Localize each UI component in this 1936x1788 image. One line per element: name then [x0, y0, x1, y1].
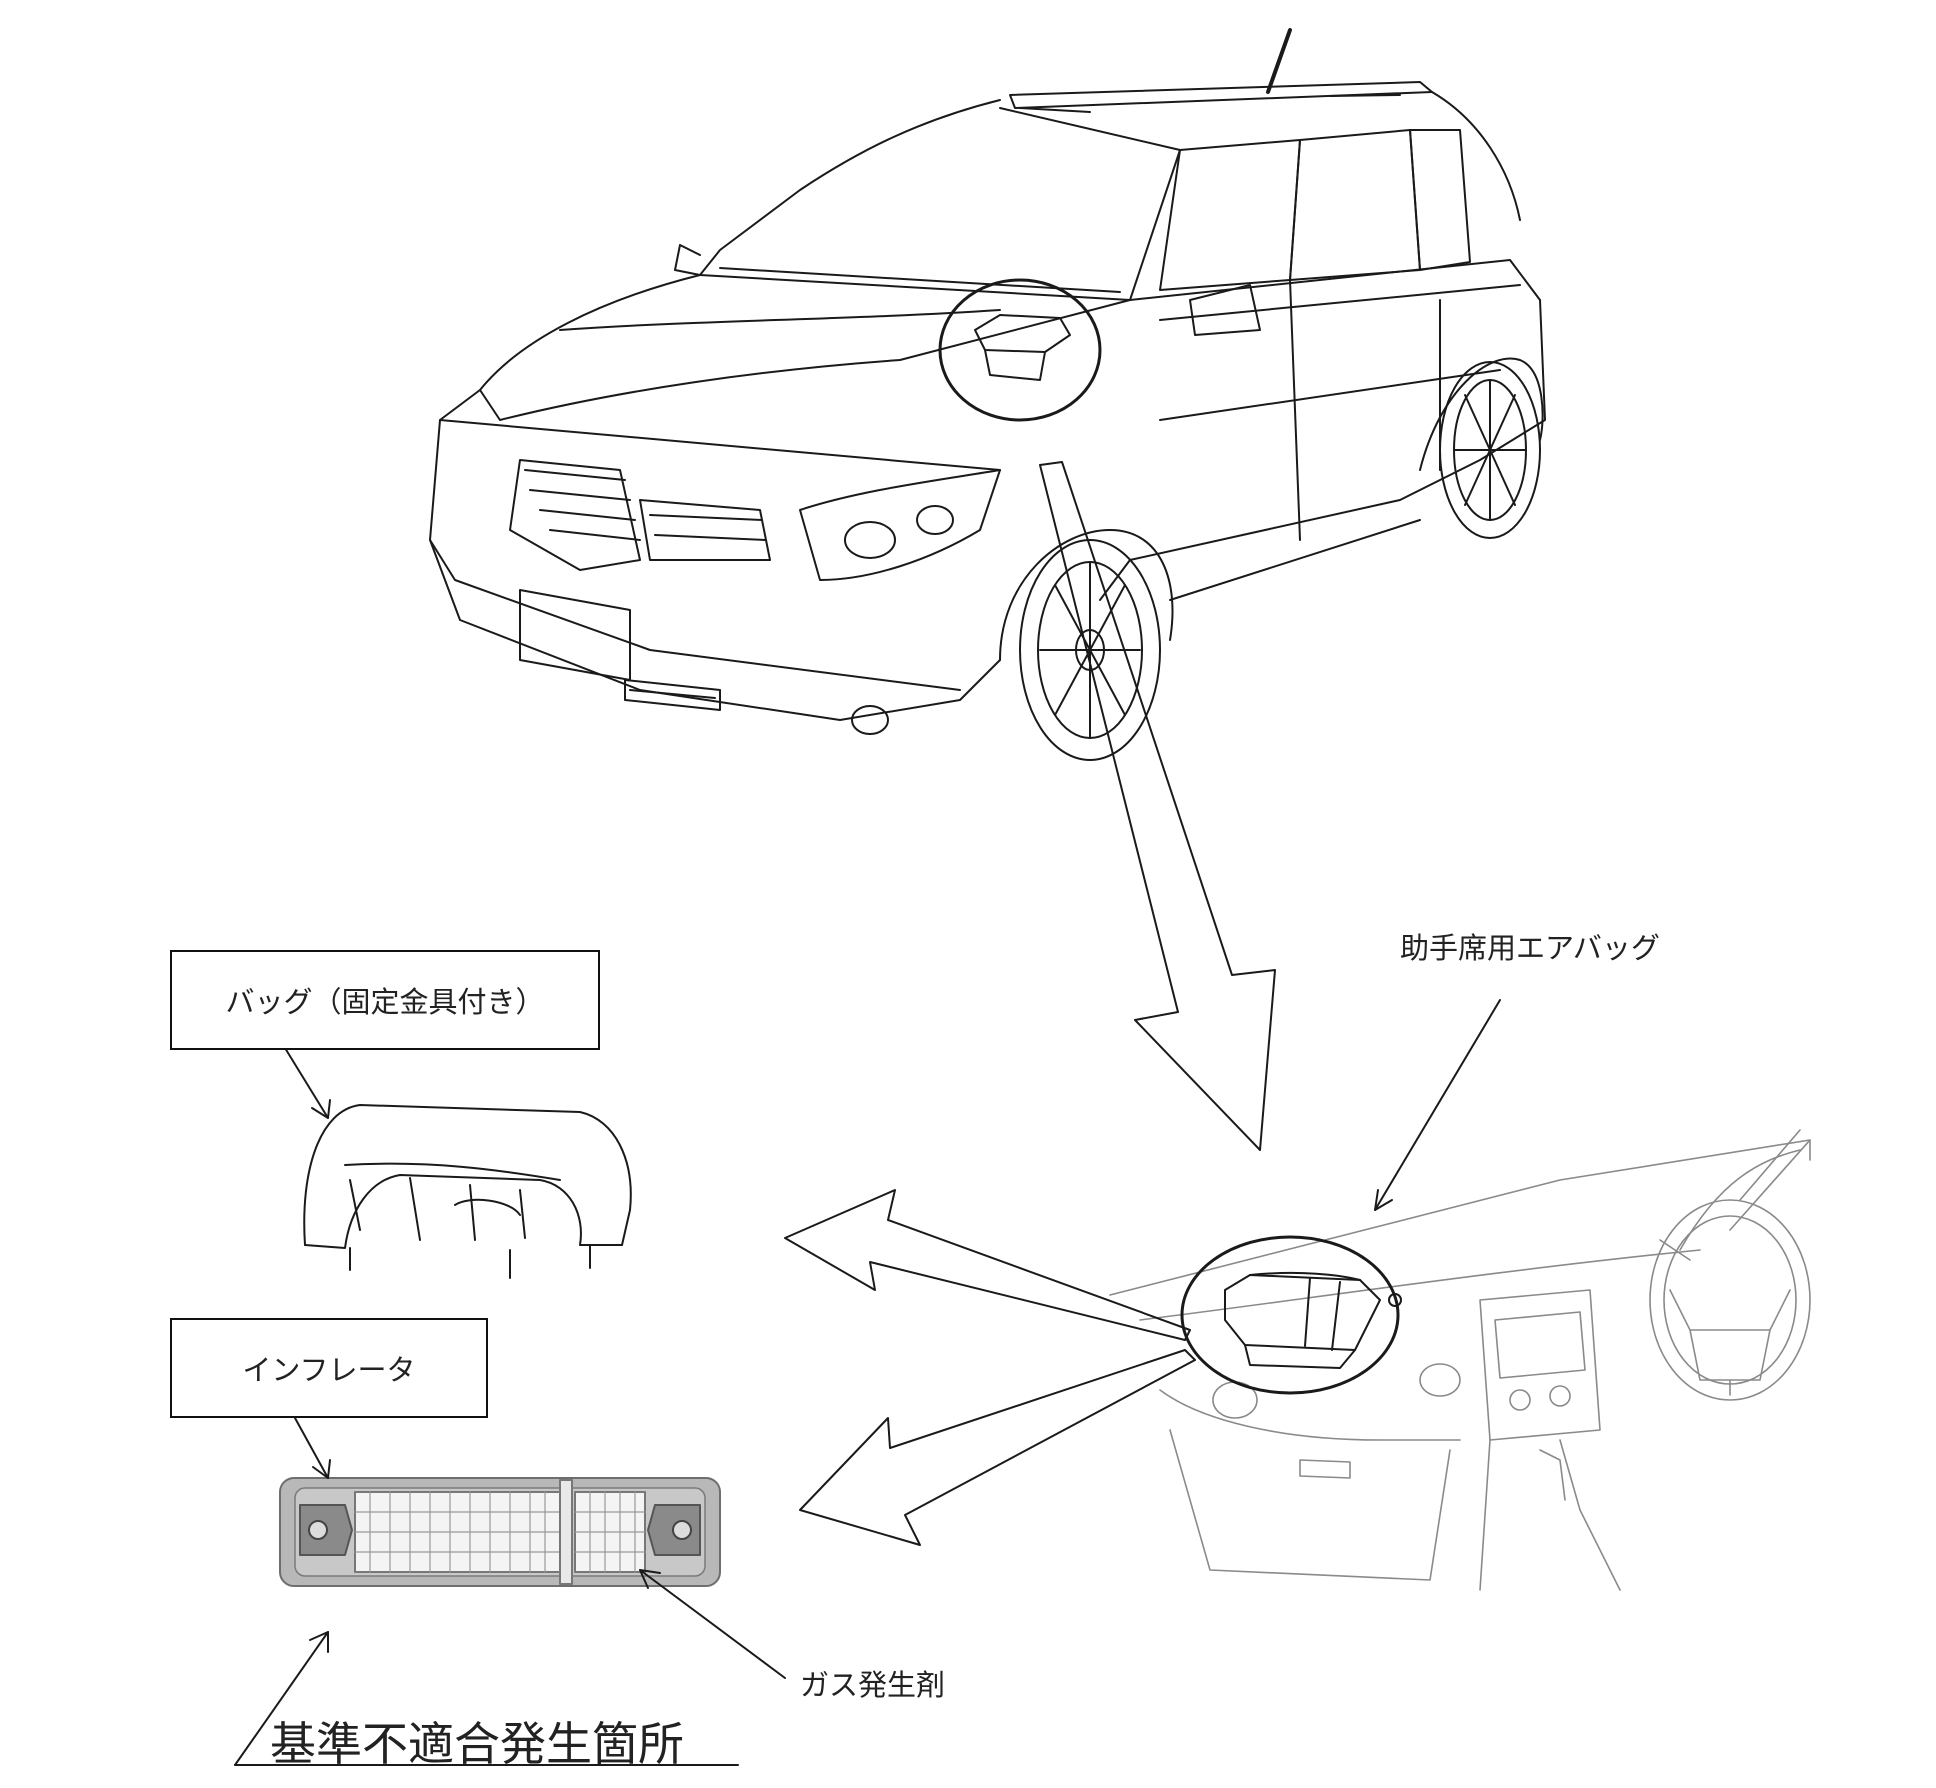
car-airbag-highlight [938, 278, 1102, 422]
bag-illustration [303, 1104, 632, 1279]
passenger-airbag-label: 助手席用エアバッグ [1400, 931, 1660, 965]
dashboard-illustration [1109, 1129, 1811, 1591]
dashboard-airbag-highlight [1180, 1235, 1402, 1395]
bag-label: バッグ（固定金具付き） [225, 985, 545, 1019]
arrow-to-bag [784, 1189, 1191, 1341]
inflator-illustration [279, 1477, 721, 1587]
arrow-car-to-dashboard [1039, 461, 1276, 1151]
arrow-to-inflator [799, 1349, 1196, 1546]
bag-label-box: バッグ（固定金具付き） [170, 950, 600, 1050]
car-illustration [429, 28, 1546, 761]
inflator-label: インフレータ [242, 1353, 416, 1387]
gas-generant-label: ガス発生剤 [800, 1668, 946, 1702]
nonconformity-label: 基準不適合発生箇所 [270, 1717, 684, 1771]
inflator-label-box: インフレータ [170, 1318, 488, 1418]
